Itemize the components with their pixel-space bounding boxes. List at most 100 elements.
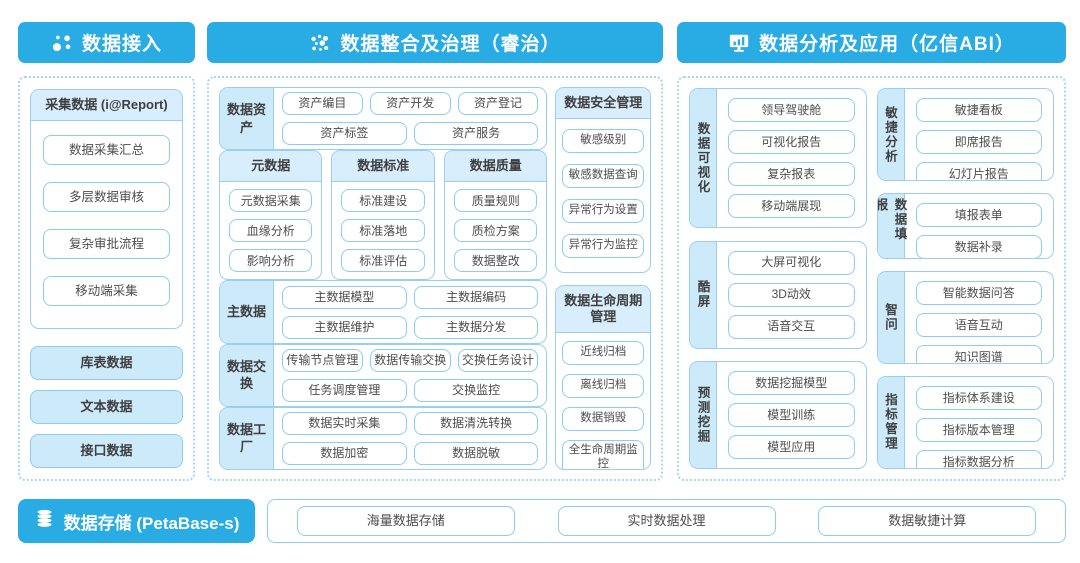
module-pill: 指标版本管理 <box>915 417 1042 442</box>
group-label: 指标管理 <box>877 376 905 468</box>
module-pill: 影响分析 <box>229 249 313 273</box>
panel-data-analysis: 数据可视化 领导驾驶舱 可视化报告 复杂报表 移动端展现 酷屏 大屏可视化 3D… <box>677 76 1066 481</box>
dots-cluster-icon <box>309 32 331 54</box>
module-pill: 数据整改 <box>453 249 538 273</box>
data-entry-group: 数据填报 填报表单 数据补录 <box>876 193 1054 259</box>
data-source-pill: 接口数据 <box>30 434 183 468</box>
panel-data-access: 采集数据 (i@Report) 数据采集汇总 多层数据审核 复杂审批流程 移动端… <box>18 76 195 481</box>
module-pill: 可视化报告 <box>728 130 855 154</box>
pill-line: 数据实时采集 数据清洗转换 <box>282 411 539 435</box>
module-pill: 模型应用 <box>728 435 855 459</box>
data-source-pill: 文本数据 <box>30 390 183 424</box>
module-pill: 质检方案 <box>453 219 538 243</box>
pill-line: 传输节点管理 数据传输交换 交换任务设计 <box>282 348 539 372</box>
module-pill: 资产登记 <box>457 92 539 116</box>
pill-line: 数据加密 数据脱敏 <box>282 441 539 465</box>
module-pill: 血缘分析 <box>229 219 313 243</box>
group-body: 填报表单 数据补录 <box>905 194 1054 258</box>
module-pill: 语音交互 <box>728 314 855 339</box>
panel-data-governance: 数据资产 资产编目 资产开发 资产登记 资产标签 资产服务 <box>207 76 663 481</box>
module-pill: 指标体系建设 <box>915 385 1042 410</box>
header-label: 数据分析及应用（亿信ABI） <box>759 34 1015 55</box>
header-row: 数据接入 数据整合及治理（睿治） <box>0 0 1080 63</box>
box-body: 敏感级别 敏感数据查询 异常行为设置 异常行为监控 <box>556 119 650 271</box>
group-body: 领导驾驶舱 可视化报告 复杂报表 移动端展现 <box>717 89 866 227</box>
module-pill: 标准建设 <box>341 189 425 213</box>
module-pill: 填报表单 <box>915 203 1042 228</box>
analysis-left-column: 数据可视化 领导驾驶舱 可视化报告 复杂报表 移动端展现 酷屏 大屏可视化 3D… <box>689 88 867 469</box>
module-pill: 质量规则 <box>453 189 538 213</box>
data-source-pill: 库表数据 <box>30 346 183 380</box>
module-pill: 标准落地 <box>341 219 425 243</box>
box-body: 元数据采集 血缘分析 影响分析 <box>220 182 321 279</box>
module-pill: 资产服务 <box>413 122 539 146</box>
predictive-mining-group: 预测挖掘 数据挖掘模型 模型训练 模型应用 <box>689 361 867 469</box>
box-body: 近线归档 离线归档 数据销毁 全生命周期监控 <box>556 333 650 470</box>
header-data-governance: 数据整合及治理（睿治） <box>207 22 663 63</box>
pill-line: 主数据模型 主数据编码 <box>282 285 539 309</box>
meta-standard-quality-row: 元数据 元数据采集 血缘分析 影响分析 数据标准 标准建设 标准落地 标准评估 <box>219 150 548 281</box>
box-body: 质量规则 质检方案 数据整改 <box>445 182 546 279</box>
module-pill: 离线归档 <box>562 374 644 398</box>
module-pill: 元数据采集 <box>229 189 313 213</box>
module-pill: 近线归档 <box>562 341 644 365</box>
module-pill: 异常行为监控 <box>562 233 644 258</box>
module-pill: 主数据编码 <box>413 285 539 309</box>
agile-analysis-group: 敏捷分析 敏捷看板 即席报告 幻灯片报告 <box>876 88 1054 182</box>
module-pill: 数据采集汇总 <box>43 135 170 166</box>
box-title: 数据质量 <box>444 151 547 183</box>
module-pill: 敏感数据查询 <box>562 163 644 188</box>
module-pill: 数据清洗转换 <box>413 411 539 435</box>
metadata-box: 元数据 元数据采集 血缘分析 影响分析 <box>219 150 323 281</box>
module-pill: 大屏可视化 <box>728 250 855 275</box>
header-label: 数据接入 <box>81 34 162 55</box>
module-pill: 幻灯片报告 <box>915 162 1042 181</box>
module-pill: 主数据模型 <box>282 285 407 309</box>
storage-label: 数据存储 (PetaBase-s) <box>63 513 240 533</box>
data-security-box: 数据安全管理 敏感级别 敏感数据查询 异常行为设置 异常行为监控 <box>555 87 651 273</box>
group-label: 预测挖掘 <box>690 362 717 468</box>
module-pill: 领导驾驶舱 <box>728 98 855 122</box>
collect-data-items: 数据采集汇总 多层数据审核 复杂审批流程 移动端采集 <box>31 121 182 328</box>
data-quality-box: 数据质量 质量规则 质检方案 数据整改 <box>443 150 548 281</box>
main-row: 采集数据 (i@Report) 数据采集汇总 多层数据审核 复杂审批流程 移动端… <box>0 63 1080 481</box>
module-pill: 全生命周期监控 <box>562 440 644 470</box>
pill-line: 主数据维护 主数据分发 <box>282 315 539 339</box>
module-pill: 多层数据审核 <box>43 182 170 213</box>
group-label: 酷屏 <box>690 241 717 348</box>
module-pill: 复杂审批流程 <box>43 229 170 260</box>
module-pill: 异常行为设置 <box>562 198 644 223</box>
row-body: 主数据模型 主数据编码 主数据维护 主数据分发 <box>274 281 546 342</box>
pill-line: 资产编目 资产开发 资产登记 <box>282 92 539 116</box>
module-pill: 标准评估 <box>341 249 425 273</box>
module-pill: 数据传输交换 <box>369 348 451 372</box>
data-standard-box: 数据标准 标准建设 标准落地 标准评估 <box>331 150 435 281</box>
module-pill: 敏感级别 <box>562 129 644 154</box>
module-pill: 语音互动 <box>915 312 1042 337</box>
module-pill: 移动端采集 <box>43 276 170 307</box>
network-nodes-icon <box>51 32 73 54</box>
row-label: 数据交换 <box>220 344 274 406</box>
pill-line: 资产标签 资产服务 <box>282 122 539 146</box>
data-visualization-group: 数据可视化 领导驾驶舱 可视化报告 复杂报表 移动端展现 <box>689 88 867 228</box>
box-title: 元数据 <box>220 151 322 183</box>
data-source-list: 库表数据 文本数据 接口数据 <box>30 346 183 468</box>
cool-screen-group: 酷屏 大屏可视化 3D动效 语音交互 <box>689 240 867 349</box>
group-label: 智问 <box>877 271 905 363</box>
box-title: 数据标准 <box>332 151 434 183</box>
module-pill: 资产标签 <box>282 122 407 146</box>
header-data-access: 数据接入 <box>18 22 195 63</box>
box-title: 数据安全管理 <box>556 88 650 120</box>
header-label: 数据整合及治理（睿治） <box>340 34 561 55</box>
group-body: 大屏可视化 3D动效 语音交互 <box>717 242 866 348</box>
row-body: 资产编目 资产开发 资产登记 资产标签 资产服务 <box>274 88 546 149</box>
smart-qa-group: 智问 智能数据问答 语音互动 知识图谱 <box>876 270 1054 364</box>
group-body: 智能数据问答 语音互动 知识图谱 <box>905 272 1054 363</box>
module-pill: 交换监控 <box>413 378 539 402</box>
analysis-right-column: 敏捷分析 敏捷看板 即席报告 幻灯片报告 数据填报 填报表单 数据补录 智问 <box>876 88 1054 469</box>
data-lifecycle-box: 数据生命周期管理 近线归档 离线归档 数据销毁 全生命周期监控 <box>555 284 651 470</box>
collect-data-box: 采集数据 (i@Report) 数据采集汇总 多层数据审核 复杂审批流程 移动端… <box>30 89 183 330</box>
group-label: 敏捷分析 <box>877 89 905 181</box>
governance-side-column: 数据安全管理 敏感级别 敏感数据查询 异常行为设置 异常行为监控 数据生命周期管… <box>555 87 651 470</box>
monitor-chart-icon <box>728 32 750 54</box>
